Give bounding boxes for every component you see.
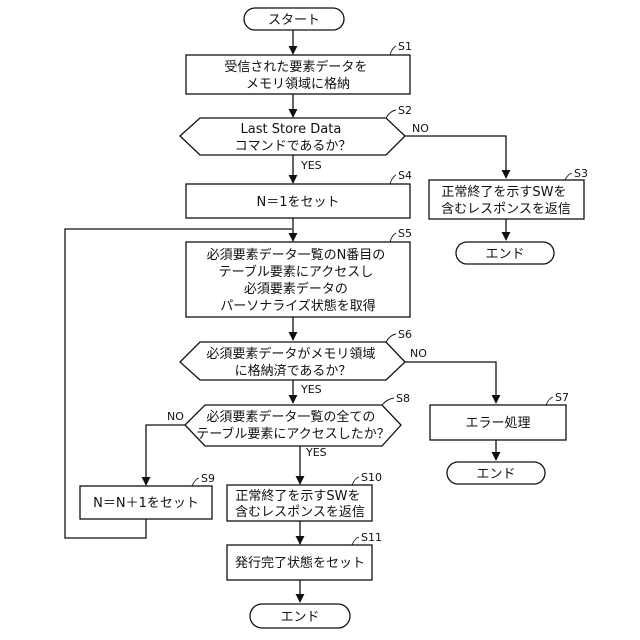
leader-s2 — [386, 110, 396, 118]
start-text: スタート — [268, 13, 320, 28]
s3-line-1: 正常終了を示すSWを — [441, 184, 566, 200]
s9-text: N＝N＋1をセット — [93, 496, 199, 511]
s4-line: N＝1をセット — [257, 195, 340, 210]
s1-line-2: メモリ領域に格納 — [246, 76, 350, 92]
branch-label-s8-yes: YES — [305, 446, 327, 459]
step-label-s8: S8 — [396, 392, 410, 405]
leader-s5 — [390, 233, 396, 242]
s5-line-3: 必須要素データの — [244, 281, 348, 297]
branch-label-s6-yes: YES — [300, 383, 322, 396]
leader-s3 — [565, 173, 572, 180]
step-label-s4: S4 — [398, 169, 412, 182]
s10-line-2: 含むレスポンスを返信 — [235, 504, 365, 520]
s9-line: N＝N＋1をセット — [93, 496, 199, 511]
s11-text: 発行完了状態をセット — [235, 555, 365, 571]
s6-line-1: 必須要素データがメモリ領域 — [206, 346, 375, 362]
step-label-s5: S5 — [398, 227, 412, 240]
edge-s2-s3 — [405, 136, 506, 178]
leader-s4 — [390, 175, 396, 184]
s7-text: エラー処理 — [465, 416, 530, 431]
step-label-s3: S3 — [574, 167, 588, 180]
branch-label-s2-yes: YES — [300, 159, 322, 172]
branch-label-s6-no: NO — [410, 347, 427, 360]
shapes — [80, 8, 584, 628]
step-label-s1: S1 — [398, 40, 412, 53]
end-bottom-line: エンド — [280, 610, 319, 625]
end-mid-text: エンド — [476, 467, 515, 482]
start-line: スタート — [268, 13, 320, 28]
s7-line: エラー処理 — [465, 416, 530, 431]
s11-line: 発行完了状態をセット — [235, 555, 365, 571]
edge-s8-s9 — [146, 425, 185, 485]
edge-s6-s7 — [405, 362, 496, 403]
s2-line-2: コマンドであるか？ — [235, 139, 352, 154]
leader-s1 — [390, 46, 396, 55]
leader-s6 — [386, 334, 396, 342]
step-label-s6: S6 — [398, 328, 412, 341]
leader-s10 — [352, 477, 359, 485]
s5-line-1: 必須要素データ一覧のN番目の — [207, 247, 386, 263]
step-label-s11: S11 — [361, 531, 382, 544]
step-label-s2: S2 — [398, 104, 412, 117]
step-label-s7: S7 — [555, 391, 569, 404]
step-label-s9: S9 — [201, 472, 215, 485]
end-right-line: エンド — [485, 247, 524, 262]
s1-line-1: 受信された要素データを — [224, 59, 367, 75]
branch-label-s2-no: NO — [412, 122, 429, 135]
s10-line-1: 正常終了を示すSWを — [235, 488, 360, 504]
s8-line-1: 必須要素データ一覧の全ての — [206, 409, 375, 425]
step-label-s10: S10 — [361, 471, 382, 484]
s6-line-2: に格納済であるか？ — [235, 363, 352, 379]
s2-line-1: Last Store Data — [241, 122, 342, 137]
leader-s11 — [352, 537, 359, 545]
leader-s9 — [192, 478, 199, 486]
s4-text: N＝1をセット — [257, 195, 340, 210]
end-right-text: エンド — [485, 247, 524, 262]
s5-line-2: テーブル要素にアクセスし — [219, 264, 374, 280]
branch-label-s8-no: NO — [167, 410, 184, 423]
s5-line-4: パーソナライズ状態を取得 — [220, 298, 376, 314]
end-mid-line: エンド — [476, 467, 515, 482]
s8-line-2: テーブル要素にアクセスしたか？ — [196, 426, 390, 442]
end-bottom-text: エンド — [280, 610, 319, 625]
s3-line-2: 含むレスポンスを返信 — [441, 201, 571, 217]
node-texts: スタート 受信された要素データを メモリ領域に格納 Last Store Dat… — [93, 13, 571, 625]
leader-s7 — [546, 397, 553, 405]
leader-s8 — [382, 398, 394, 405]
